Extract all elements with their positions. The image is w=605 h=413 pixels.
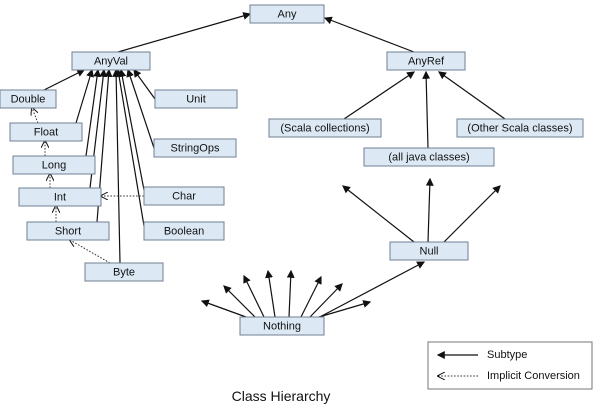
node-int: Int [18, 187, 102, 207]
node-anyval: AnyVal [71, 51, 151, 71]
node-box [0, 89, 57, 109]
legend: Subtype Implicit Conversion [427, 341, 593, 390]
node-char: Char [143, 186, 225, 206]
edge-double-to-anyval [39, 69, 86, 93]
node-box [249, 4, 325, 24]
node-other-scala: (Other Scala classes) [456, 118, 584, 138]
nothing-fan-arrow-3 [243, 274, 265, 318]
node-label: AnyVal [94, 55, 128, 67]
node-box [143, 221, 225, 241]
edge-boolean-to-anyval [115, 68, 145, 227]
node-box [389, 241, 469, 261]
node-short: Short [26, 221, 110, 241]
node-box [26, 221, 110, 241]
node-stringops: StringOps [153, 138, 237, 158]
nothing-fan-arrow-2 [223, 285, 256, 318]
node-label: Long [42, 159, 66, 171]
node-anyref: AnyRef [386, 51, 466, 71]
diagram-caption: Class Hierarchy [232, 388, 331, 404]
node-float: Float [9, 122, 83, 142]
node-box [386, 51, 466, 71]
node-box [9, 122, 83, 142]
node-label: Unit [186, 93, 206, 105]
node-box [154, 89, 238, 109]
node-box [268, 118, 382, 138]
nothing-fan-arrow-1 [200, 299, 247, 318]
node-label: Any [278, 8, 297, 20]
edge-null-to-nothing [315, 261, 426, 320]
null-fan-arrow-3 [443, 185, 501, 243]
node-java-classes: (all java classes) [363, 147, 495, 167]
nothing-fan-arrow-7 [309, 283, 343, 318]
edge-other-scala-to-anyref [438, 71, 506, 120]
null-fan-arrow-1 [342, 185, 415, 243]
node-label: Short [55, 225, 81, 237]
legend-implicit-label: Implicit Conversion [487, 370, 580, 382]
node-box [71, 51, 151, 71]
node-label: Null [420, 245, 439, 257]
node-box [456, 118, 584, 138]
node-nothing: Nothing [239, 316, 325, 336]
node-label: StringOps [171, 142, 220, 154]
node-byte: Byte [84, 262, 164, 282]
edge-byte-to-anyval [112, 68, 121, 264]
node-box [84, 262, 164, 282]
edge-anyref-to-any [323, 16, 415, 53]
node-null: Null [389, 241, 469, 261]
node-label: Char [172, 190, 196, 202]
node-box [153, 138, 237, 158]
node-box [143, 186, 225, 206]
node-box [18, 187, 102, 207]
edge-java-classes-to-anyref [422, 70, 431, 149]
legend-box [427, 341, 593, 390]
node-label: (Scala collections) [280, 122, 369, 134]
edge-float-to-anyval [75, 68, 94, 124]
nothing-fan-arrow-5 [286, 269, 295, 318]
node-label: Int [54, 191, 66, 203]
null-fan-arrow-2 [425, 177, 434, 243]
node-label: Nothing [263, 320, 301, 332]
legend-subtype-label: Subtype [487, 349, 527, 361]
node-box [363, 147, 495, 167]
nothing-fan-arrow-8 [318, 300, 372, 318]
node-scala-collections: (Scala collections) [268, 118, 382, 138]
node-label: (all java classes) [388, 151, 469, 163]
edge-long-to-anyval [85, 68, 102, 157]
edge-anyval-to-any [117, 12, 252, 53]
edge-char-to-anyval [118, 68, 145, 191]
node-label: Float [34, 126, 58, 138]
node-any: Any [249, 4, 325, 24]
nothing-fan-arrow-6 [300, 275, 322, 318]
node-long: Long [12, 155, 96, 175]
node-label: (Other Scala classes) [467, 122, 572, 134]
edge-unit-to-anyval [133, 69, 156, 100]
node-label: Double [11, 93, 46, 105]
edge-scala-collections-to-anyref [343, 71, 415, 120]
edge-stringops-to-anyval [126, 68, 155, 149]
node-box [12, 155, 96, 175]
node-double: Double [0, 89, 57, 109]
node-label: Byte [113, 266, 135, 278]
implicit-float-to-double [32, 108, 39, 124]
nothing-fan-arrow-4 [265, 269, 276, 318]
node-label: Boolean [164, 225, 204, 237]
node-boolean: Boolean [143, 221, 225, 241]
node-label: AnyRef [408, 55, 445, 67]
node-unit: Unit [154, 89, 238, 109]
node-box [239, 316, 325, 336]
implicit-byte-to-short [70, 240, 111, 264]
